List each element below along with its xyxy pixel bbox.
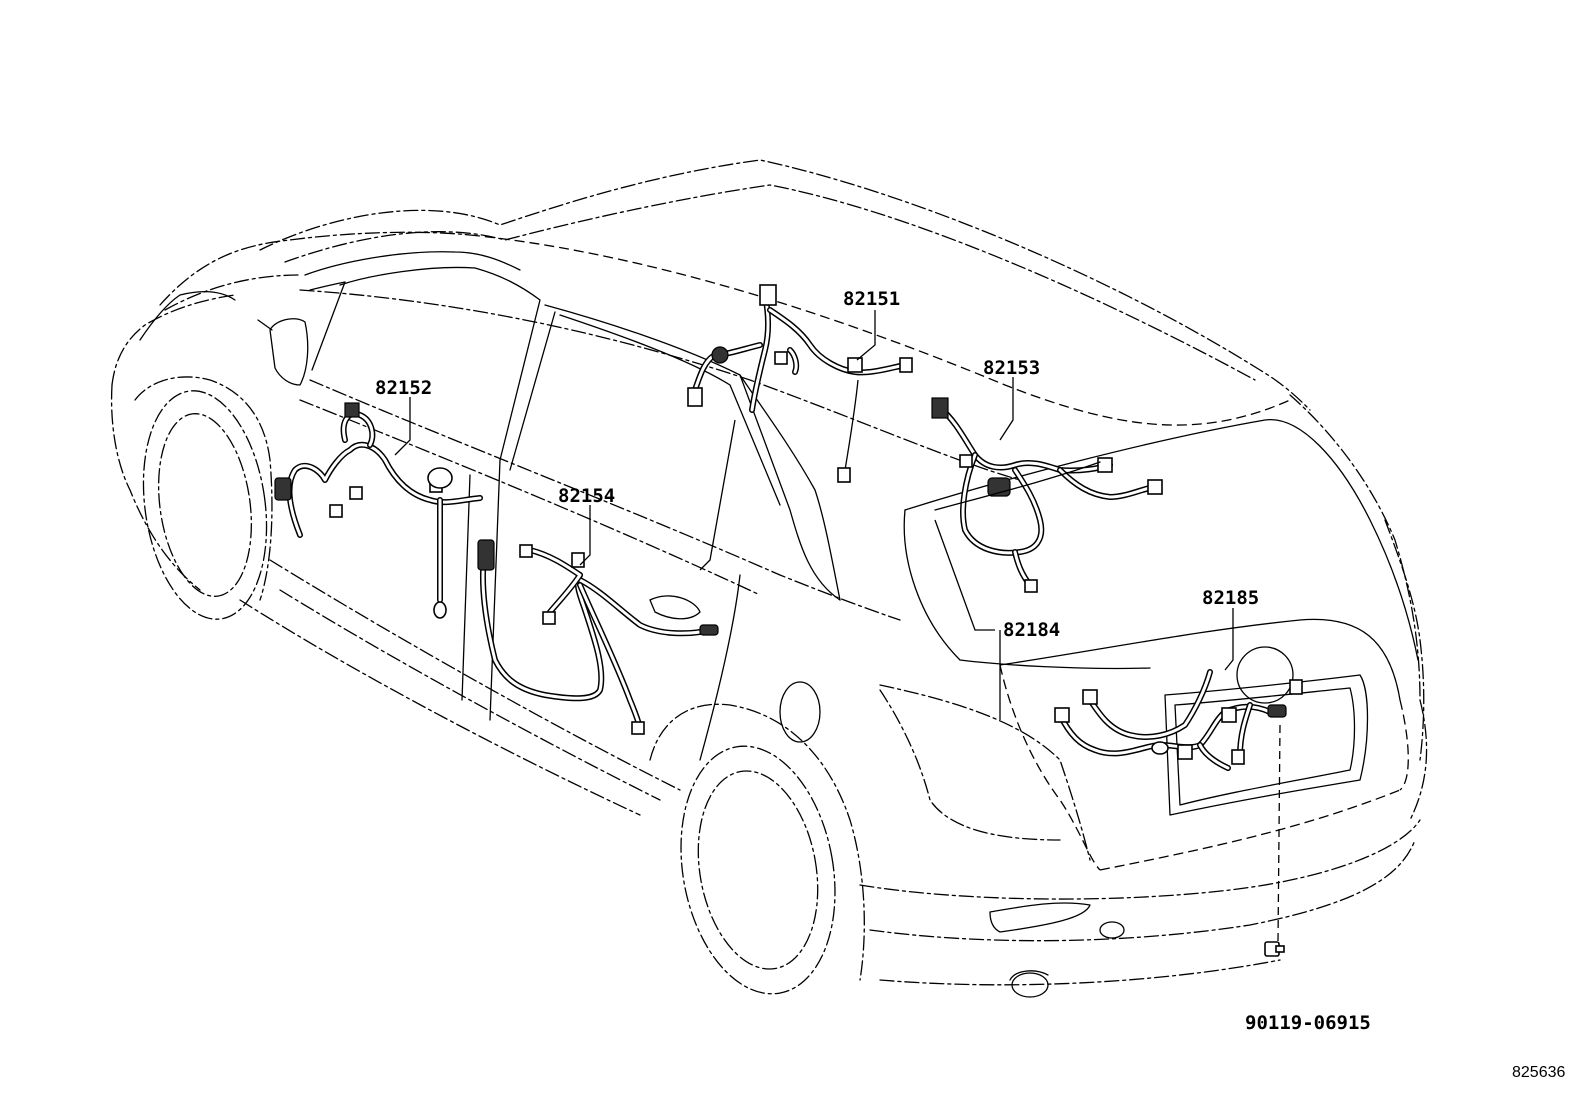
part-label-82185: 82185	[1202, 587, 1259, 609]
part-label-90119-06915: 90119-06915	[1245, 1012, 1371, 1034]
leader-lines	[394, 310, 1234, 720]
harness-82152-front-door	[274, 402, 483, 619]
harness-82151-roof	[687, 284, 913, 571]
figure-id: 825636	[1512, 1064, 1565, 1081]
part-number-labels: 82151 82152 82153 82154 82184 82185 9011…	[375, 288, 1565, 1081]
bolt-90119-06915	[1264, 724, 1285, 957]
part-label-82154: 82154	[558, 485, 615, 507]
harness-82154-rear-door	[477, 539, 719, 735]
harness-82184-rear-lower	[1054, 669, 1303, 771]
part-label-82153: 82153	[983, 357, 1040, 379]
part-label-82152: 82152	[375, 377, 432, 399]
harness-82153-hatch-upper	[931, 397, 1163, 593]
part-label-82151: 82151	[843, 288, 900, 310]
part-label-82184: 82184	[1003, 619, 1060, 641]
vehicle-body-outline	[110, 159, 1428, 998]
